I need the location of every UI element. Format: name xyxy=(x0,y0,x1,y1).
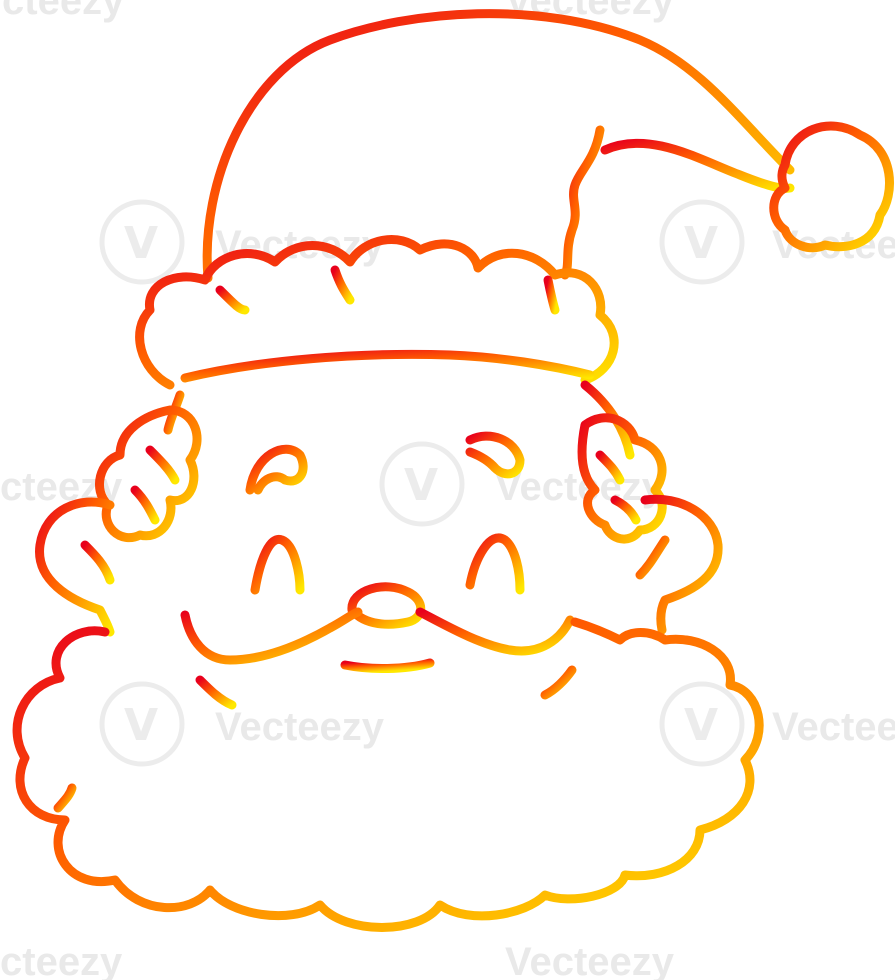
santa-line-art xyxy=(12,9,894,932)
left-ear xyxy=(35,497,115,637)
mouth xyxy=(340,658,435,673)
watermark-text: Vecteezy xyxy=(772,705,895,749)
watermark-logo: V xyxy=(99,199,185,285)
pom-pom xyxy=(769,121,894,253)
right-hair xyxy=(577,413,667,544)
hat-brim xyxy=(135,235,619,390)
watermark-text: Vecteezy xyxy=(215,705,385,749)
brim-fold xyxy=(543,275,560,315)
beard-inner xyxy=(540,665,577,700)
left-hair xyxy=(95,405,202,543)
left-hair-line xyxy=(145,445,180,485)
svg-text:V: V xyxy=(124,218,158,269)
hat-body xyxy=(202,9,795,283)
brim-fold xyxy=(330,265,355,305)
left-ear-inner xyxy=(80,540,115,585)
svg-text:V: V xyxy=(124,700,158,751)
watermark-text: Vecteezy xyxy=(505,940,675,980)
watermark-logo: V xyxy=(659,199,745,285)
beard-inner xyxy=(53,783,77,813)
nose xyxy=(347,582,426,629)
left-cheek xyxy=(250,534,305,595)
left-eye xyxy=(245,444,308,495)
svg-text:V: V xyxy=(684,218,718,269)
right-hair-line xyxy=(595,450,625,485)
watermark-logo: V xyxy=(659,681,745,767)
right-hair-line xyxy=(610,495,641,525)
mustache xyxy=(415,607,575,656)
svg-text:V: V xyxy=(404,460,438,511)
brim-fold xyxy=(215,285,250,315)
right-cheek xyxy=(465,533,525,595)
beard xyxy=(12,617,764,932)
watermark-text: cteezy xyxy=(2,0,125,23)
brim-band xyxy=(180,349,595,383)
watermark-text: Vecteezy xyxy=(495,465,665,509)
watermark-logo: V xyxy=(379,441,465,527)
watermark-text: cteezy xyxy=(0,940,123,980)
hat-tip-edge xyxy=(600,138,795,193)
hat-tip-edge xyxy=(560,125,605,280)
right-ear xyxy=(640,494,723,635)
right-eye xyxy=(465,431,525,479)
left-hair-line xyxy=(130,485,160,525)
svg-text:V: V xyxy=(684,700,718,751)
beard-inner xyxy=(195,675,237,710)
watermark-logo: V xyxy=(99,681,185,767)
right-ear-inner xyxy=(635,535,670,580)
mustache xyxy=(180,607,363,665)
